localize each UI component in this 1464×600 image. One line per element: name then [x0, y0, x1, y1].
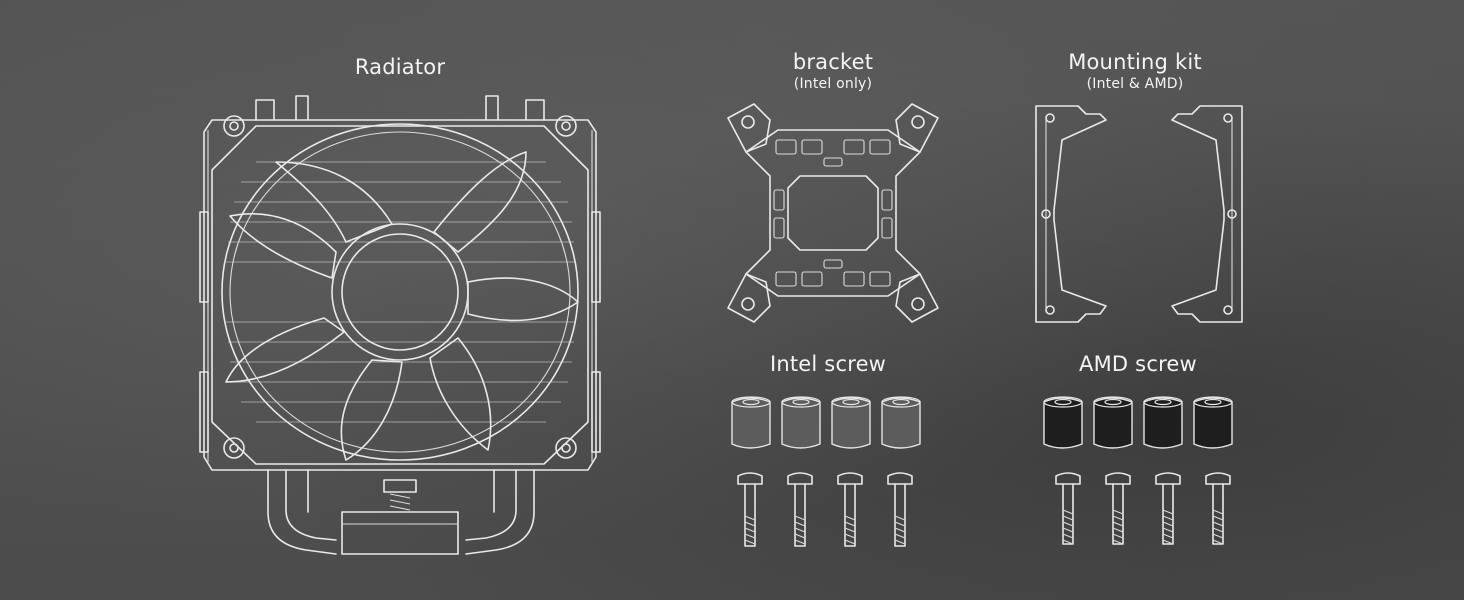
intel-screw	[737, 472, 763, 547]
amd-screws	[1055, 472, 1231, 545]
mounting-kit-illustration	[1035, 105, 1243, 323]
amd-spacers	[1043, 396, 1233, 449]
amd-screw	[1155, 472, 1181, 545]
bracket-label: bracket (Intel only)	[792, 50, 874, 92]
amd-screw	[1205, 472, 1231, 545]
amd-screw	[1055, 472, 1081, 545]
amd-screw-label: AMD screw	[1079, 352, 1197, 376]
amd-spacer	[1043, 397, 1233, 449]
intel-screw	[887, 472, 913, 547]
intel-screw	[837, 472, 863, 547]
intel-screws	[737, 472, 913, 547]
amd-screw	[1105, 472, 1131, 545]
intel-bracket-illustration	[727, 103, 939, 323]
intel-spacer	[731, 397, 921, 449]
radiator-fan-illustration	[199, 95, 601, 555]
mounting-kit-label: Mounting kit (Intel & AMD)	[1068, 50, 1202, 92]
intel-screw-label: Intel screw	[769, 352, 887, 376]
radiator-label: Radiator	[354, 55, 446, 79]
intel-spacers	[731, 396, 921, 449]
intel-screw	[787, 472, 813, 547]
